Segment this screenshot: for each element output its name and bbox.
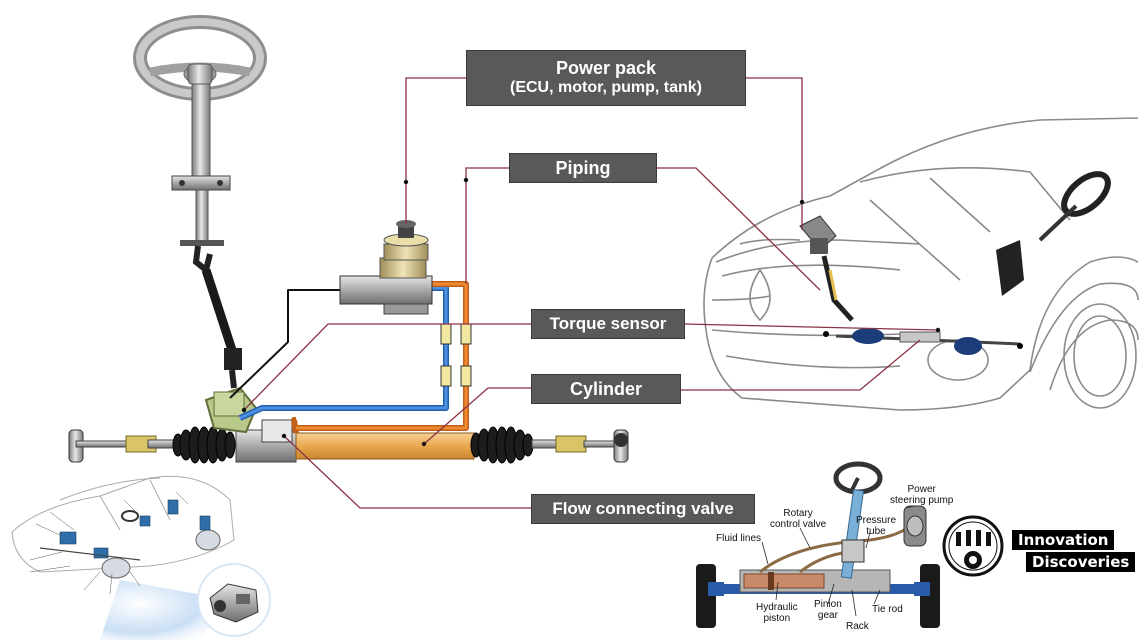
brand-text-2: Discoveries [1032,553,1130,571]
label-hydraulic-piston: Hydraulic piston [756,602,798,624]
pump-text-1: Power [907,484,936,495]
tie-rod-text: Tie rod [872,604,903,615]
rotary-valve-text-2: control valve [770,519,827,530]
pinion-gear-text-1: Pinion [814,599,842,610]
label-steering-pump: Power steering pump [890,484,953,506]
car-steering-internals [799,171,1111,355]
rotary-valve-text-1: Rotary [783,508,813,519]
label-pressure-tube: Pressure tube [856,515,896,537]
power-pack-callout: Power pack (ECU, motor, pump, tank) [466,50,746,106]
piping-label: Piping [555,157,611,178]
label-rotary-valve: Rotary control valve [770,508,826,530]
label-rack: Rack [846,621,869,632]
hydraulic-piston-text-2: piston [763,613,791,624]
pressure-tube-text-1: Pressure [856,515,897,526]
torque-sensor-housing [204,386,258,434]
pressure-tube-text-2: tube [866,526,886,537]
brand-line-2: Discoveries [1026,552,1136,572]
flow-valve-callout: Flow connecting valve [531,494,755,524]
hydraulic-pipes [229,281,469,434]
hydraulic-piston-text-1: Hydraulic [756,602,798,613]
label-pinion-gear: Pinion gear [814,599,842,621]
leader-lines [243,77,939,509]
power-pack-title: Power pack [555,58,657,79]
steering-column [171,83,242,389]
label-fluid-lines: Fluid lines [716,533,761,544]
label-tie-rod: Tie rod [872,604,903,615]
pipe-couplers [440,323,472,387]
torque-sensor-label: Torque sensor [549,314,667,334]
cylinder-label: Cylinder [569,378,643,399]
flow-valve-label: Flow connecting valve [552,499,734,519]
rack-text: Rack [846,621,869,632]
piping-callout: Piping [509,153,657,183]
cylinder-callout: Cylinder [531,374,681,404]
pump-text-2: steering pump [890,495,954,506]
car-cutaway-inset [11,475,271,640]
steering-wheel [133,15,267,101]
leader-dots [241,177,941,447]
innovation-discoveries-logo [942,515,1004,577]
brand-line-1: Innovation [1012,530,1115,550]
torque-sensor-callout: Torque sensor [531,309,685,339]
brand-text-1: Innovation [1018,531,1109,549]
fluid-lines-text: Fluid lines [716,533,762,544]
rack-assembly [68,426,629,464]
power-pack-subtitle: (ECU, motor, pump, tank) [510,79,702,97]
power-pack-unit [339,220,433,315]
car-outline [703,117,1139,411]
pinion-gear-text-2: gear [817,610,838,621]
hydraulic-steering-inset [696,461,940,628]
